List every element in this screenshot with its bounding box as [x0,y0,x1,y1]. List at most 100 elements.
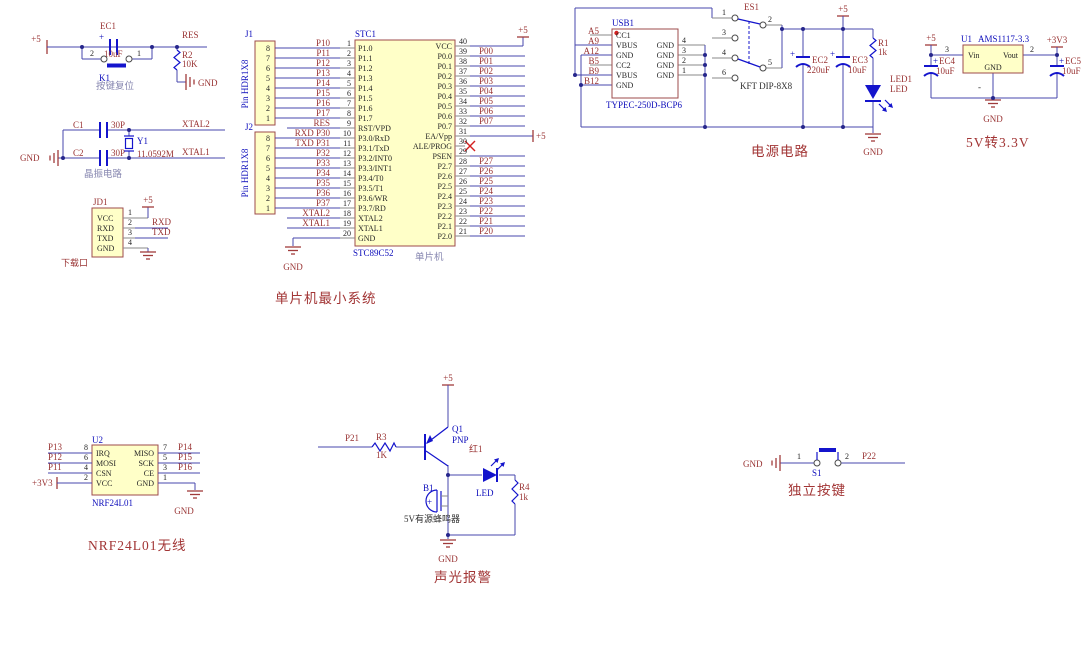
ec4-ref: EC4 [939,56,956,66]
svg-text:RST/VPD: RST/VPD [358,124,391,133]
svg-text:2: 2 [84,473,88,482]
svg-text:P27: P27 [479,156,494,166]
r2-value: 10K [182,59,198,69]
gnd-symbol [439,539,457,548]
gnd-label: GND [743,459,763,469]
crystal-caption: 晶振电路 [84,168,123,180]
svg-text:4: 4 [128,238,132,247]
alarm-caption: 声光报警 [434,570,492,585]
svg-text:P25: P25 [479,176,494,186]
svg-text:5: 5 [163,453,167,462]
svg-text:19: 19 [343,219,351,228]
svg-text:MISO: MISO [134,449,154,458]
gnd-label: GND [438,554,458,564]
u1-pin2-num: 2 [1030,45,1034,54]
gnd-label: GND [198,78,218,88]
svg-text:15: 15 [343,179,351,188]
svg-text:CE: CE [144,469,154,478]
svg-text:P1.5: P1.5 [358,94,372,103]
svg-text:+3V3: +3V3 [32,478,53,488]
led-label: LED [476,488,494,498]
svg-text:B5: B5 [588,56,599,66]
ec5-value: 10uF [1062,66,1081,76]
svg-text:GND: GND [657,41,675,50]
gnd-symbol [49,149,59,167]
net-rxd: RXD [152,217,172,227]
svg-text:P1.7: P1.7 [358,114,372,123]
ec3-ref: EC3 [852,55,869,65]
svg-text:18: 18 [343,209,351,218]
r2-ref: R2 [182,50,193,60]
svg-text:2: 2 [347,49,351,58]
svg-text:GND: GND [358,234,376,243]
svg-text:P0.5: P0.5 [438,102,452,111]
svg-text:2: 2 [266,104,270,113]
y1-ref: Y1 [137,136,148,146]
power-caption: 电源电路 [751,144,809,159]
svg-text:B12: B12 [584,76,599,86]
u1-ref: U1 [961,34,972,44]
svg-text:6: 6 [266,64,270,73]
gnd-label: GND [174,506,194,516]
svg-text:3: 3 [266,94,270,103]
svg-text:4: 4 [84,463,88,472]
svg-text:4: 4 [266,174,270,183]
svg-text:11: 11 [343,139,351,148]
b1-ref: B1 [423,483,434,493]
capacitor-ec1: + EC1 10uF [99,21,123,59]
no-connect-x [464,140,476,152]
power-circuit: USB1 A5 A9 A12 B5 B9 B12 CC1 VBUS GND CC… [573,2,912,159]
alarm-circuit: P21 +5 R3 1K Q1 PNP + B1 5V有源蜂鸣器 红1 LED … [318,373,530,585]
svg-text:P2.3: P2.3 [438,202,452,211]
u1-pin3-num: 3 [945,45,949,54]
gnd-symbol [771,454,781,472]
q1-ref: Q1 [452,424,463,434]
svg-text:14: 14 [343,169,351,178]
net-plus5: +5 [443,373,453,383]
svg-text:P1.1: P1.1 [358,54,372,63]
svg-text:P2.7: P2.7 [438,162,452,171]
usb1-pin1-dot [614,30,619,36]
svg-text:B9: B9 [588,66,599,76]
svg-text:VCC: VCC [96,479,112,488]
led1-ref: LED1 [890,74,912,84]
gnd-symbol [139,251,157,260]
led1-value: LED [890,84,908,94]
svg-text:32: 32 [459,117,467,126]
u1-vout: Vout [1003,51,1019,60]
regulator-caption: 5V转3.3V [966,135,1030,150]
svg-text:TXD P31: TXD P31 [295,138,330,148]
stc1-body [354,39,456,247]
transistor-q1: Q1 PNP [424,424,469,467]
usb1-part: TYPEC-250D-BCP6 [606,100,683,110]
svg-text:P03: P03 [479,76,494,86]
jd1-body [91,207,124,258]
net-plus5: +5 [31,34,41,44]
svg-text:P15: P15 [178,452,193,462]
svg-text:1: 1 [266,204,270,213]
c1-ref: C1 [73,120,84,130]
svg-text:P21: P21 [479,216,493,226]
usb1-body [611,28,679,99]
pushbutton-k1: 2 1 K1 [90,49,141,83]
svg-text:21: 21 [459,227,467,236]
svg-text:P3.5/T1: P3.5/T1 [358,184,384,193]
usb1-pad-labels: A5 A9 A12 B5 B9 B12 [584,26,600,86]
usb1-ref: USB1 [612,18,634,28]
stc1-part: STC89C52 [353,248,394,258]
u1-part: AMS1117-3.3 [978,34,1030,44]
svg-text:P14: P14 [316,78,331,88]
svg-text:5: 5 [266,164,270,173]
gnd-label: GND [983,114,1003,124]
k1-ref: K1 [99,73,110,83]
svg-text:2: 2 [128,218,132,227]
svg-text:XTAL1: XTAL1 [302,218,330,228]
svg-text:P34: P34 [316,168,331,178]
c1-value: 30P [111,120,125,130]
cap-value: 10uF [104,49,123,59]
svg-text:P16: P16 [316,98,331,108]
svg-text:+: + [790,49,795,59]
j1-body [254,40,276,126]
jd1-ref: JD1 [93,197,108,207]
